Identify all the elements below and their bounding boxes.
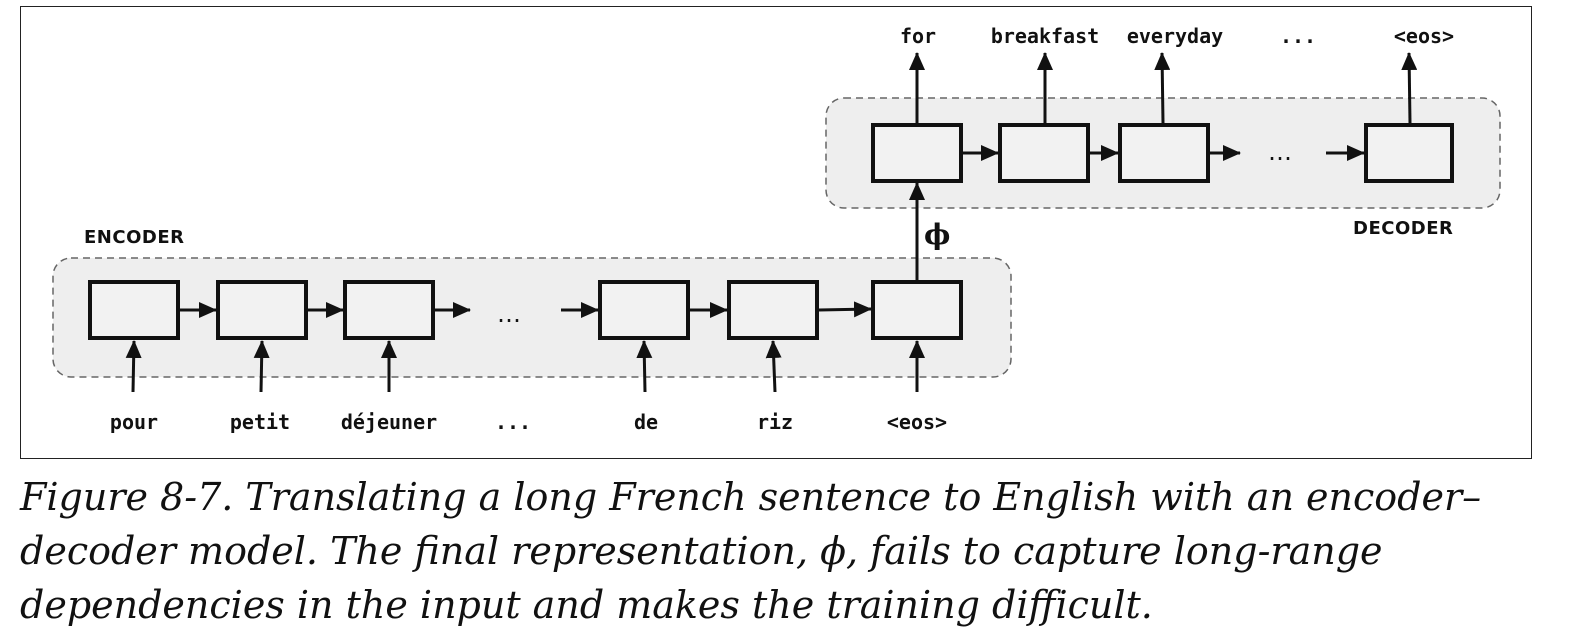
input-token: ... <box>495 410 531 434</box>
decoder-cells <box>871 123 1454 183</box>
encoder-decoder-diagram: ENCODER DECODER … pour petit déjeuner ..… <box>52 24 1501 434</box>
recurrent-arrow <box>818 301 872 318</box>
decoder-output-arrows <box>909 52 1418 124</box>
input-arrow <box>253 340 270 393</box>
encoder-region <box>52 257 1012 378</box>
encoder-cell <box>598 280 690 340</box>
output-arrow <box>1401 52 1418 124</box>
decoder-cell <box>1364 123 1454 183</box>
encoder-cells <box>88 280 963 340</box>
decoder-cell <box>1118 123 1210 183</box>
figure-caption: Figure 8-7. Translating a long French se… <box>20 475 1482 627</box>
representation-phi: ϕ <box>924 218 950 251</box>
input-token: riz <box>757 410 793 434</box>
input-token: pour <box>110 410 158 434</box>
input-arrow <box>125 340 142 393</box>
encoder-input-arrows <box>125 340 925 393</box>
decoder-cell <box>998 123 1090 183</box>
encoder-cell <box>88 280 180 340</box>
encoder-cell <box>727 280 819 340</box>
input-arrow <box>765 340 782 393</box>
output-arrow <box>1154 52 1171 124</box>
encoder-cell <box>216 280 308 340</box>
input-token: petit <box>230 410 290 434</box>
encoder-recurrent-arrows <box>180 301 872 318</box>
output-token: <eos> <box>1394 24 1454 48</box>
encoder-cell <box>343 280 435 340</box>
output-token: for <box>900 24 936 48</box>
encoder-input-tokens: pour petit déjeuner ... de riz <eos> <box>110 410 947 434</box>
input-token: de <box>634 410 658 434</box>
input-token: déjeuner <box>341 410 437 434</box>
decoder-ellipsis: … <box>1268 138 1292 166</box>
encoder-cell <box>871 280 963 340</box>
decoder-cell <box>871 123 963 183</box>
input-token: <eos> <box>887 410 947 434</box>
encoder-ellipsis: … <box>497 300 521 328</box>
input-arrow <box>636 340 653 393</box>
output-token: breakfast <box>991 24 1099 48</box>
encoder-label: ENCODER <box>84 227 184 248</box>
decoder-output-tokens: for breakfast everyday ... <eos> <box>900 24 1454 48</box>
output-token: ... <box>1280 24 1316 48</box>
output-token: everyday <box>1127 24 1223 48</box>
decoder-label: DECODER <box>1353 218 1453 239</box>
